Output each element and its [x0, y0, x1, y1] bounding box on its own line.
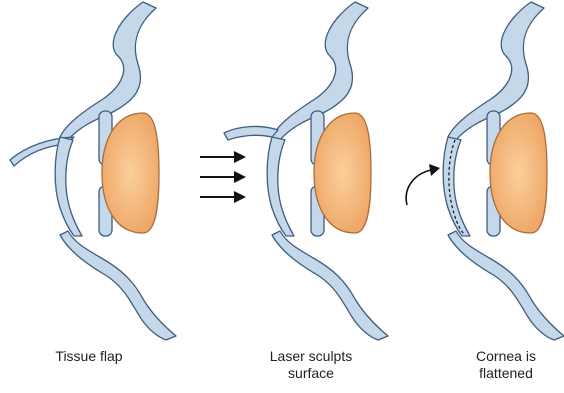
eye-panel-2: [224, 2, 388, 340]
eye-panel-3: [443, 2, 564, 340]
caption-cornea-flattened: Cornea is flattened: [448, 348, 564, 382]
right-arrow-icon: [200, 191, 246, 203]
laser-arrows: [200, 151, 246, 203]
corneal-flap: [224, 126, 278, 140]
caption-line: Laser sculpts: [236, 348, 386, 365]
inner-cornea: [267, 137, 294, 236]
caption-tissue-flap: Tissue flap: [0, 348, 178, 365]
eye-panel-1: [10, 2, 176, 340]
caption-line: flattened: [448, 365, 564, 382]
caption-line: surface: [236, 365, 386, 382]
right-arrow-icon: [200, 151, 246, 163]
inner-cornea: [55, 137, 82, 236]
right-arrow-icon: [200, 171, 246, 183]
caption-laser-sculpts: Laser sculpts surface: [236, 348, 386, 382]
curved-arrow-icon: [406, 164, 440, 205]
caption-line: Tissue flap: [0, 348, 178, 365]
caption-line: Cornea is: [448, 348, 564, 365]
